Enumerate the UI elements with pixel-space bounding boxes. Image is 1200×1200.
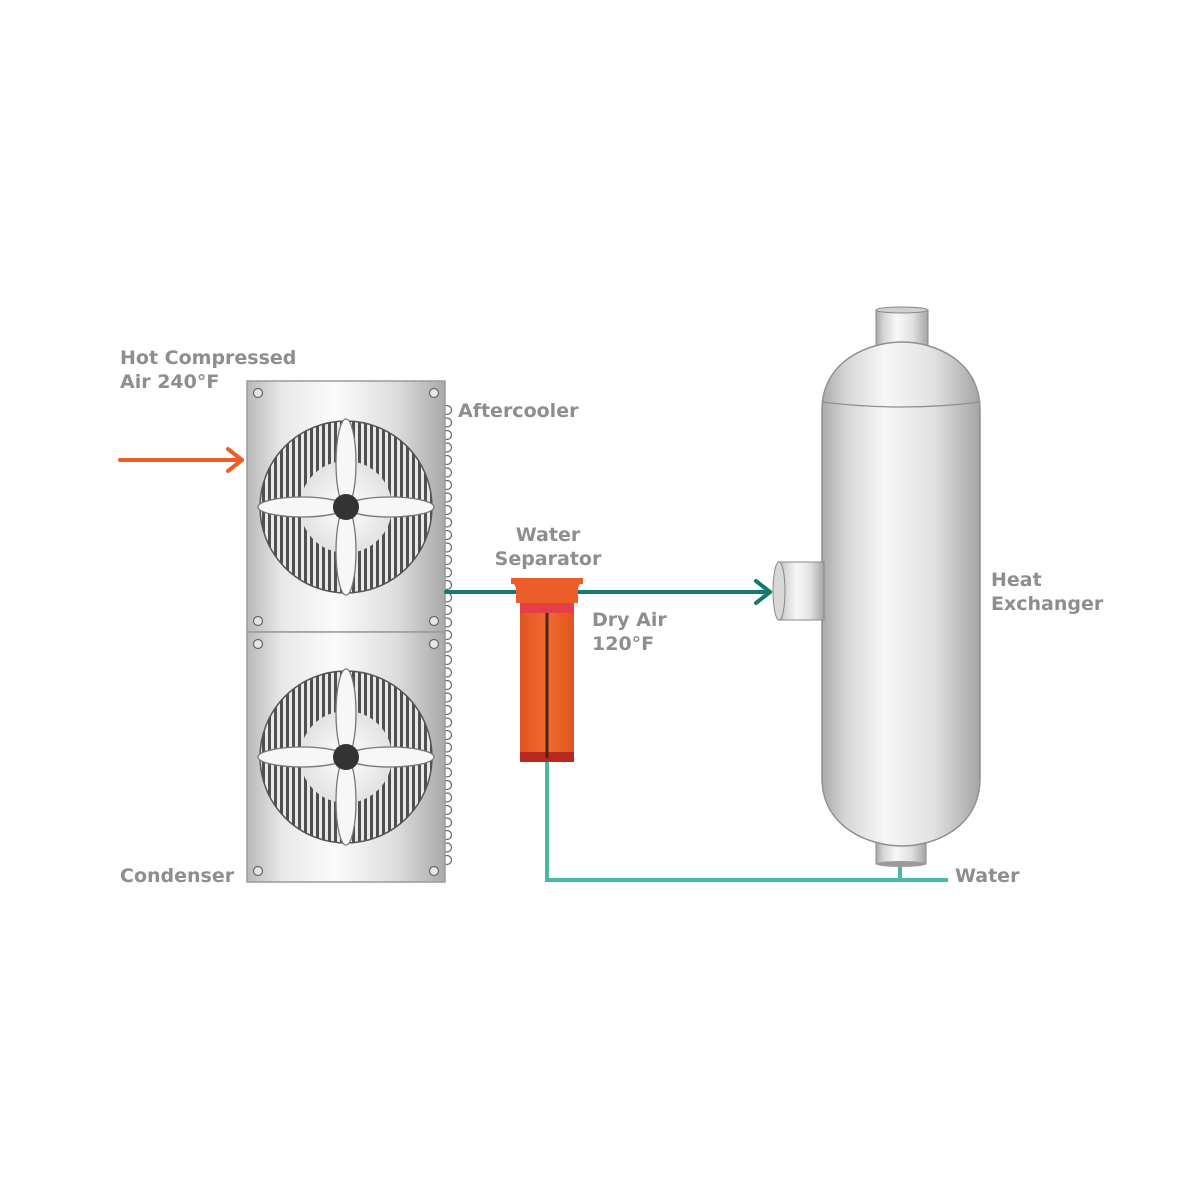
- water-separator: [511, 578, 583, 762]
- hot-air-label-line1: Hot Compressed: [120, 347, 297, 369]
- hot-air-label-line2: Air 240°F: [120, 371, 220, 393]
- condenser-label: Condenser: [120, 864, 234, 888]
- condenser-label-text: Condenser: [120, 865, 235, 887]
- hot-air-arrow: [118, 447, 244, 473]
- fan-icon: [257, 418, 435, 596]
- hot-air-label: Hot Compressed Air 240°F: [120, 346, 296, 394]
- dry-air-line: [444, 579, 772, 605]
- screws: [252, 387, 440, 877]
- dry-air-label-line2: 120°F: [592, 633, 655, 655]
- heat-exchanger-label: Heat Exchanger: [991, 568, 1103, 616]
- water-separator-label: Water Separator: [488, 523, 608, 571]
- dry-air-label-line1: Dry Air: [592, 609, 667, 631]
- heat-exchanger-label-line2: Exchanger: [991, 593, 1104, 615]
- water-label: Water: [955, 864, 1019, 888]
- water-label-text: Water: [955, 865, 1020, 887]
- water-separator-label-line1: Water: [515, 524, 581, 546]
- heat-exchanger: [772, 306, 981, 867]
- aftercooler-label-text: Aftercooler: [458, 400, 579, 422]
- water-separator-label-line2: Separator: [494, 548, 602, 570]
- fan-icon: [257, 668, 435, 846]
- aftercooler-label: Aftercooler: [458, 399, 578, 423]
- dry-air-label: Dry Air 120°F: [592, 608, 667, 656]
- cooler-unit: [246, 380, 453, 883]
- heat-exchanger-label-line1: Heat: [991, 569, 1042, 591]
